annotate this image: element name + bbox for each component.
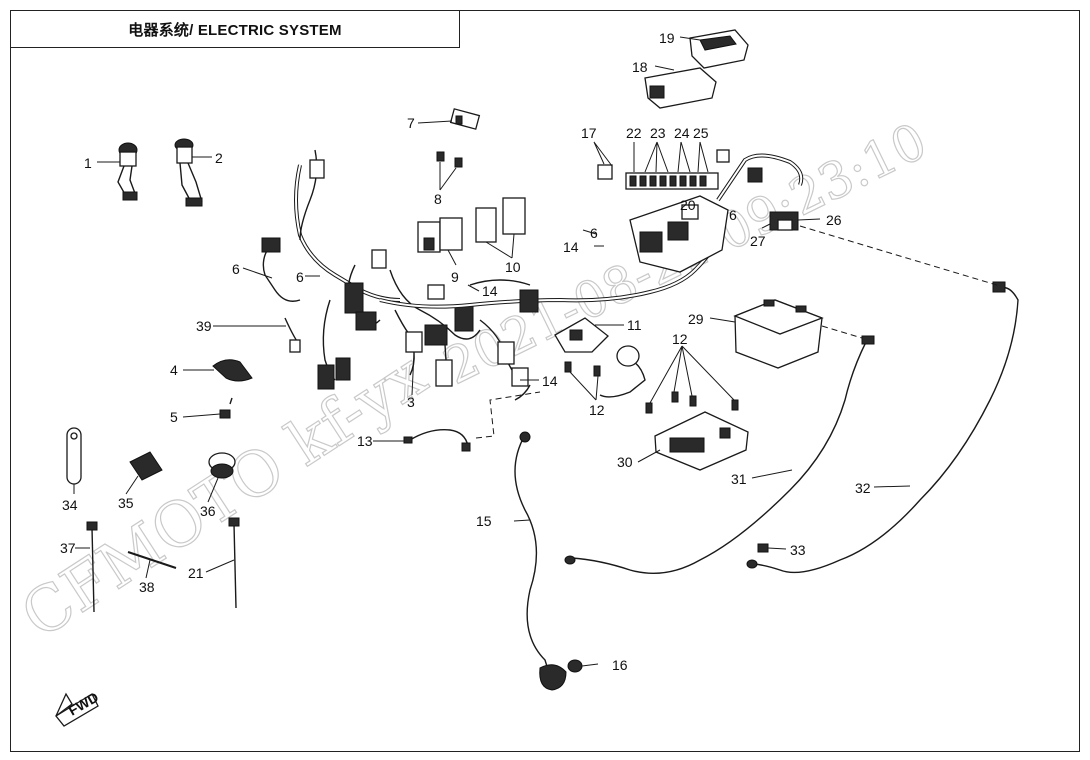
part-16-clip[interactable]	[567, 659, 583, 673]
callout-13: 13	[357, 433, 373, 449]
part-7-fuse-holder[interactable]	[449, 108, 481, 130]
part-21-cable-tie[interactable]	[228, 517, 240, 609]
callout-14-upper: 14	[482, 283, 498, 299]
callout-29: 29	[688, 311, 704, 327]
part-12-bolts-upper[interactable]	[645, 391, 739, 414]
part-36-grommet[interactable]	[208, 452, 236, 479]
callout-5: 5	[170, 409, 178, 425]
part-2-power-socket[interactable]	[174, 138, 203, 207]
callout-35: 35	[118, 495, 134, 511]
part-9-relay-box[interactable]	[417, 217, 463, 253]
part-20-fuse-box[interactable]	[629, 149, 804, 273]
leader-lines	[73, 36, 911, 667]
page-title: 电器系统/ ELECTRIC SYSTEM	[128, 21, 342, 39]
part-37-cable-tie[interactable]	[86, 521, 98, 613]
callout-39: 39	[196, 318, 212, 334]
callout-23: 23	[650, 125, 666, 141]
part-35-connector[interactable]	[129, 451, 163, 481]
part-11-regulator[interactable]	[554, 317, 609, 353]
callout-6-fusebox: 6	[590, 225, 598, 241]
callout-8: 8	[434, 191, 442, 207]
callout-32: 32	[855, 480, 871, 496]
callout-17: 17	[581, 125, 597, 141]
part-10-relays[interactable]	[475, 197, 526, 243]
drawing-frame	[10, 10, 1080, 752]
part-22-25-fuse-row[interactable]	[625, 172, 719, 190]
callout-12-lower: 12	[589, 402, 605, 418]
callout-3: 3	[407, 394, 415, 410]
callout-14-lower: 14	[542, 373, 558, 389]
callout-25: 25	[693, 125, 709, 141]
callout-6-right: 6	[729, 207, 737, 223]
part-5-bolt[interactable]	[219, 397, 233, 419]
part-19-ecu-cover[interactable]	[689, 29, 749, 69]
callout-19: 19	[659, 30, 675, 46]
callout-33: 33	[790, 542, 806, 558]
callout-16: 16	[612, 657, 628, 673]
callout-30: 30	[617, 454, 633, 470]
callout-2: 2	[215, 150, 223, 166]
part-39-main-harness[interactable]	[261, 149, 720, 401]
callout-6-mid: 6	[296, 269, 304, 285]
part-38-cable-tie-short[interactable]	[127, 551, 177, 569]
part-32-ground-cable[interactable]	[746, 281, 1019, 574]
callout-6-left: 6	[232, 261, 240, 277]
callout-37: 37	[60, 540, 76, 556]
part-33-nut[interactable]	[757, 543, 769, 553]
part-13-jumper-wire[interactable]	[403, 429, 471, 452]
part-29-battery[interactable]	[733, 299, 824, 369]
callout-24: 24	[674, 125, 690, 141]
callout-38: 38	[139, 579, 155, 595]
callout-18: 18	[632, 59, 648, 75]
part-4-cover[interactable]	[212, 359, 253, 382]
part-26-starter-relay[interactable]	[769, 211, 799, 231]
callout-10: 10	[505, 259, 521, 275]
watermark-brand: CFMOTO kf-yx	[8, 338, 439, 653]
callout-4: 4	[170, 362, 178, 378]
callout-1: 1	[84, 155, 92, 171]
callout-36: 36	[200, 503, 216, 519]
callout-7: 7	[407, 115, 415, 131]
callout-21: 21	[188, 565, 204, 581]
callout-labels: 1 2 3 4 5 6 6 6 6 7 8 9 10 11 12 12 13 1…	[60, 30, 871, 673]
callout-22: 22	[626, 125, 642, 141]
callout-31: 31	[731, 471, 747, 487]
fwd-arrow-icon: FWD	[55, 689, 101, 727]
part-15-sensor-wire[interactable]	[514, 431, 567, 691]
callout-9: 9	[451, 269, 459, 285]
part-34-tag[interactable]	[66, 427, 82, 485]
part-8-screws[interactable]	[436, 151, 463, 168]
callout-11: 11	[627, 317, 642, 333]
connection-dashes	[475, 225, 1001, 439]
callout-26: 26	[826, 212, 842, 228]
callout-15: 15	[476, 513, 492, 529]
callout-14-fusebox: 14	[563, 239, 579, 255]
title-block: 电器系统/ ELECTRIC SYSTEM	[10, 10, 460, 48]
callout-34: 34	[62, 497, 78, 513]
callout-27: 27	[750, 233, 766, 249]
part-17-relay[interactable]	[597, 164, 613, 180]
callout-20: 20	[680, 197, 696, 213]
part-1-ignition-switch[interactable]	[117, 142, 138, 201]
part-12-bolts-lower[interactable]	[564, 345, 646, 398]
part-18-ecu[interactable]	[644, 67, 717, 109]
callout-12-upper: 12	[672, 331, 688, 347]
part-31-battery-cable[interactable]	[564, 335, 875, 575]
part-30-abs-module[interactable]	[654, 411, 749, 471]
